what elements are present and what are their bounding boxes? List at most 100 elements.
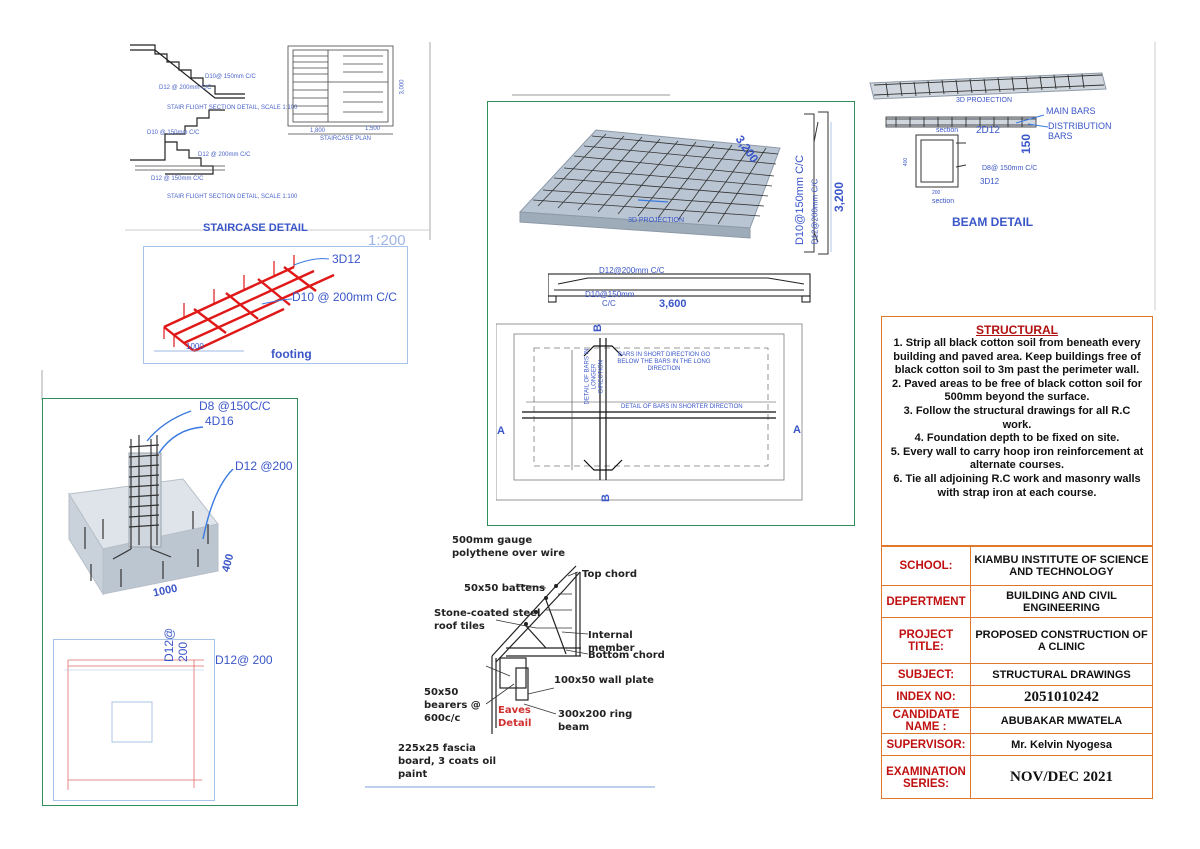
stair-section-top-caption: STAIR FLIGHT SECTION DETAIL, SCALE 1:100 [167, 105, 298, 111]
slab-section-bottom-label-2: C/C [602, 299, 616, 308]
footing-detail: 3D12 D10 @ 200mm C/C 1000 footing [143, 246, 408, 364]
slab-proj-label: 3D PROJECTION [628, 217, 685, 224]
stair-plan-dim-b: 1,500 [365, 126, 381, 132]
note-item-3: 3. Follow the structural drawings for al… [903, 404, 1131, 431]
stair-plan-drawing [287, 45, 394, 135]
note-item-6: 6. Tie all adjoining R.C work and masonr… [893, 472, 1141, 499]
tb-dept-key: DEPERTMENT [882, 586, 971, 618]
slab-span-long-label: 3,200 [832, 181, 847, 213]
footing-scale: 1:200 [368, 232, 406, 249]
roof-bearers-label: 50x50 bearers @ 600c/c [424, 687, 481, 724]
footing-width-label: 1000 [186, 342, 204, 351]
staircase-title: STAIRCASE DETAIL [203, 222, 308, 234]
slab-note-long: DETAIL OF BARS IN LONGER DIRECTION [584, 348, 605, 405]
structural-notes: STRUCTURAL 1. Strip all black cotton soi… [881, 316, 1153, 546]
roof-polythene-label: 500mm gauge polythene over wire [452, 535, 566, 559]
stair-plan-caption: STAIRCASE PLAN [320, 136, 371, 142]
tb-school-key: SCHOOL: [882, 547, 971, 585]
pad-plan-bars-v-label: D12@ 200 [162, 627, 190, 662]
beam-section-label-a: section [936, 127, 959, 134]
column-3d-drawing [68, 410, 234, 596]
roof-bottom-chord-label: Bottom chord [588, 650, 665, 661]
notes-heading: STRUCTURAL [976, 323, 1058, 337]
tb-row-school: SCHOOL: KIAMBU INSTITUTE OF SCIENCE AND … [882, 547, 1152, 585]
slab-bars-long-label: D10@150mm C/C [794, 154, 806, 246]
footing-dist-bars-label: D10 @ 200mm C/C [292, 290, 397, 304]
roof-top-chord-label: Top chord [582, 569, 638, 580]
slab-mark-b-top: B [591, 324, 604, 332]
tb-supervisor-value: Mr. Kelvin Nyogesa [1011, 739, 1112, 751]
tb-row-index: INDEX NO: 2051010242 [882, 685, 1152, 708]
beam-stirrups-label: D8@ 150mm C/C [982, 165, 1038, 172]
stair-rebar-b3-label: D12 @ 150mm C/C [151, 176, 204, 182]
beam-height-label: 400 [903, 157, 910, 167]
roof-wall-plate-label: 100x50 wall plate [554, 675, 654, 686]
tb-supervisor-key: SUPERVISOR: [882, 734, 971, 756]
tb-project-value: PROPOSED CONSTRUCTION OF A CLINIC [975, 629, 1148, 653]
title-block: SCHOOL: KIAMBU INSTITUTE OF SCIENCE AND … [881, 546, 1153, 799]
roof-eaves-caption: Eaves Detail [498, 705, 532, 729]
tb-index-value: 2051010242 [1024, 688, 1099, 705]
pad-plan-bars-h-label: D12@ 200 [215, 653, 273, 667]
beam-section-label-b: section [932, 198, 955, 205]
column-detail: D8 @150C/C 4D16 D12 @200 400 1000 D12@ 2… [42, 398, 298, 806]
stair-section-bottom-caption: STAIR FLIGHT SECTION DETAIL, SCALE 1:100 [167, 194, 298, 200]
stair-rebar-top-label: D10@ 150mm C/C [205, 74, 256, 80]
tb-index-key: INDEX NO: [882, 686, 971, 708]
staircase-detail: D10@ 150mm C/C D12 @ 200mm C/C STAIR FLI… [125, 42, 430, 242]
roof-eaves-detail: 500mm gauge polythene over wire Top chor… [396, 528, 666, 780]
slab-detail: 3,200 3D PROJECTION D10@150mm C/C D12@20… [487, 101, 855, 526]
tb-row-subject: SUBJECT: STRUCTURAL DRAWINGS [882, 663, 1152, 686]
beam-3d-drawing [869, 72, 1107, 188]
slab-bars-short-label: D12@200mm C/C [810, 178, 820, 245]
slab-mark-a-left: A [497, 425, 505, 437]
column-main-label: 4D16 [205, 414, 234, 428]
slab-mark-a-right: A [793, 424, 801, 436]
slab-note-horiz: DETAIL OF BARS IN SHORTER DIRECTION [621, 404, 743, 410]
slab-section-bottom-label: D10@150mm [585, 290, 635, 299]
roof-battens-label: 50x50 battens [464, 583, 546, 594]
beam-bottom-bars-label: 3D12 [980, 177, 1000, 186]
roof-tiles-label: Stone-coated steel roof tiles [434, 608, 541, 632]
stair-rebar-mid-label: D12 @ 200mm C/C [159, 85, 212, 91]
beam-dist-bars-label: DISTRIBUTION BARS [1048, 121, 1112, 141]
beam-width-label: 200 [932, 190, 941, 196]
slab-section-span-label: 3,600 [659, 298, 687, 310]
roof-eaves-drawing [485, 565, 589, 734]
beam-main-bars-label: MAIN BARS [1046, 106, 1096, 116]
tb-exam-value: NOV/DEC 2021 [1010, 769, 1113, 785]
tb-exam-key: EXAMINATION SERIES: [882, 756, 971, 799]
footing-main-bars-label: 3D12 [332, 252, 361, 266]
beam-top-bars-label: 2D12 [976, 125, 1000, 136]
tb-candidate-key: CANDIDATE NAME : [882, 708, 971, 734]
roof-fascia-label: 225x25 fascia board, 3 coats oil paint [398, 743, 497, 780]
slab-note-short: BARS IN SHORT DIRECTION GO BELOW THE BAR… [617, 352, 711, 372]
tb-subject-key: SUBJECT: [882, 664, 971, 686]
tb-dept-value: BUILDING AND CIVIL ENGINEERING [1006, 590, 1117, 614]
stair-plan-dim-c: 3,000 [399, 79, 406, 95]
stair-plan-dim-a: 1,800 [310, 128, 326, 134]
note-item-4: 4. Foundation depth to be fixed on site. [914, 432, 1120, 445]
tb-row-project: PROJECT TITLE: PROPOSED CONSTRUCTION OF … [882, 617, 1152, 664]
tb-school-value: KIAMBU INSTITUTE OF SCIENCE AND TECHNOLO… [974, 554, 1149, 578]
note-item-2: 2. Paved areas to be free of black cotto… [891, 377, 1143, 404]
tb-row-supervisor: SUPERVISOR: Mr. Kelvin Nyogesa [882, 733, 1152, 756]
stair-flight-upper-drawing [130, 44, 245, 175]
stair-rebar-b1-label: D10 @ 150mm C/C [147, 130, 200, 136]
slab-plan-drawing [496, 323, 803, 501]
column-base-bars-label: D12 @200 [235, 459, 293, 473]
tb-subject-value: STRUCTURAL DRAWINGS [992, 669, 1131, 681]
pad-plan-drawing [64, 659, 204, 790]
stair-rebar-b2-label: D12 @ 200mm C/C [198, 152, 251, 158]
footing-title: footing [271, 347, 312, 361]
tb-row-exam: EXAMINATION SERIES: NOV/DEC 2021 [882, 755, 1152, 799]
tb-row-candidate: CANDIDATE NAME : ABUBAKAR MWATELA [882, 707, 1152, 734]
column-links-label: D8 @150C/C [199, 399, 271, 413]
pad-plan: D12@ 200 [53, 628, 215, 801]
note-item-1: 1. Strip all black cotton soil from bene… [893, 337, 1141, 377]
footing-rebar-grid [154, 255, 335, 353]
tb-project-key: PROJECT TITLE: [882, 618, 971, 664]
slab-section-top-label: D12@200mm C/C [599, 266, 665, 275]
tb-row-dept: DEPERTMENT BUILDING AND CIVIL ENGINEERIN… [882, 585, 1152, 618]
